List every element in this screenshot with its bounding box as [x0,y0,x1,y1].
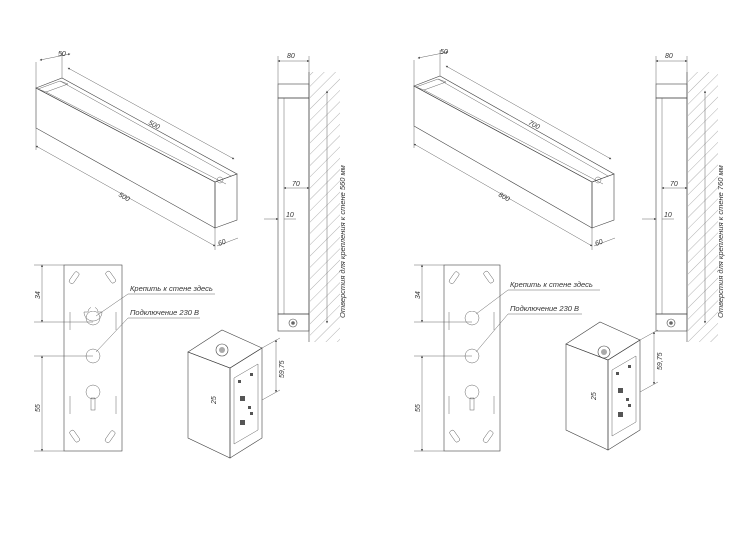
left-side-offset: 70 [292,181,300,188]
left-side-depth: 80 [287,53,295,60]
right-set: 50 700 800 60 80 70 [413,49,725,452]
left-iso-length-outer: 500 [117,192,131,204]
right-iso-bar: 50 700 800 60 [413,49,616,250]
right-iso-length-inner: 700 [527,120,541,132]
left-iso-width-top: 50 [58,51,66,58]
left-box-cable-icon [215,343,229,357]
left-iso-box: 59,75 25 [187,329,286,459]
right-side-offset: 70 [670,181,678,188]
right-side-gap: 10 [664,212,672,219]
left-iso-bar: 50 500 500 60 [35,51,239,250]
left-side-view: 80 70 10 Отверстия для крепления к стене… [264,53,347,342]
right-label-power: Подключение 230 В [510,304,579,313]
right-iso-height: 60 [594,239,604,248]
left-box-dim-small: 25 [211,396,218,405]
right-mount-plate: 34 55 Крепить к стене здесь Подключение … [414,264,600,452]
left-box-dim-side: 59,75 [279,360,286,378]
right-box-cable-icon [597,345,611,359]
right-label-mount: Крепить к стене здесь [510,280,593,289]
left-plate-dim-bottom: 55 [35,404,42,412]
left-mount-hole-icon [85,310,101,326]
left-label-mount: Крепить к стене здесь [130,284,213,293]
left-label-power: Подключение 230 В [130,308,199,317]
right-iso-length-outer: 800 [497,192,511,204]
right-iso-width-top: 50 [440,49,448,56]
right-plate-dim-top: 34 [415,291,422,299]
left-set: 50 500 500 60 80 70 [34,51,347,459]
right-side-screw-icon [666,318,676,328]
left-side-screw-icon [288,318,298,328]
right-wall-hatch [688,72,718,342]
left-side-gap: 10 [286,212,294,219]
right-box-dim-small: 25 [591,392,598,401]
left-iso-height: 60 [217,239,227,248]
left-iso-screw-icon [216,176,224,184]
left-mount-text: Отверстия для крепления к стене 560 мм [338,165,347,318]
left-plate-dim-top: 34 [35,291,42,299]
right-box-dim-side: 59,75 [657,352,664,370]
right-iso-box: 59,75 25 [565,321,664,451]
left-wall-hatch [310,72,340,342]
right-plate-dim-bottom: 55 [415,404,422,412]
right-side-view: 80 70 10 Отверстия для крепления к стене… [642,53,725,342]
right-mount-text: Отверстия для крепления к стене 760 мм [716,165,725,318]
left-iso-length-inner: 500 [147,120,161,132]
right-side-depth: 80 [665,53,673,60]
right-iso-screw-icon [594,176,602,184]
left-mount-plate: 34 55 Крепить к стене здесь Подключение … [34,264,215,452]
